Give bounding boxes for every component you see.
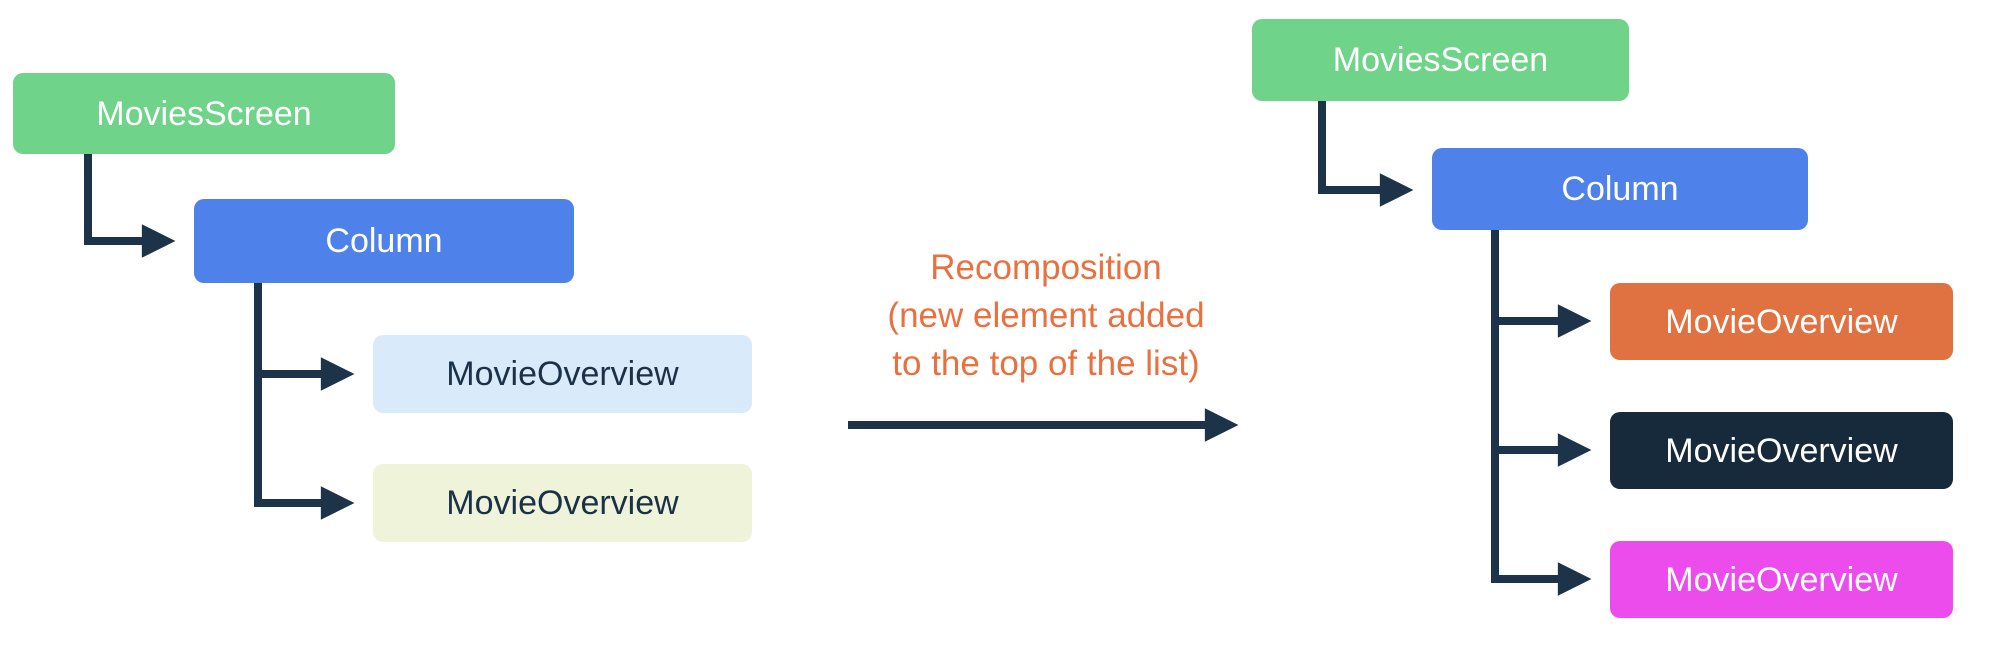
- recomposition-label-line1: Recomposition: [930, 248, 1162, 287]
- connector-left-column-to-child2: [254, 283, 355, 520]
- left-column-node: Column: [194, 199, 574, 283]
- right-movie-overview-node-2: MovieOverview: [1610, 412, 1953, 489]
- node-label: MovieOverview: [1665, 302, 1898, 341]
- recomposition-label-line3: to the top of the list): [892, 344, 1200, 383]
- left-movies-screen-node: MoviesScreen: [13, 73, 395, 154]
- connector-left-column-to-child1: [254, 283, 355, 391]
- node-label: Column: [1561, 170, 1679, 208]
- node-label: Column: [325, 222, 443, 260]
- node-label: MoviesScreen: [1332, 41, 1549, 79]
- right-movie-overview-node-1: MovieOverview: [1610, 283, 1953, 360]
- node-label: MovieOverview: [1665, 431, 1898, 470]
- node-label: MovieOverview: [446, 484, 679, 522]
- connector-right-column-to-child2: [1491, 230, 1592, 467]
- left-movie-overview-node-2: MovieOverview: [373, 464, 752, 542]
- connector-right-column-to-child3: [1491, 230, 1592, 596]
- right-movies-screen-node: MoviesScreen: [1252, 19, 1629, 101]
- right-column-node: Column: [1432, 148, 1808, 230]
- connector-right-root-to-column: [1318, 101, 1414, 207]
- node-label: MoviesScreen: [96, 94, 312, 133]
- connector-left-root-to-column: [84, 154, 176, 258]
- recomposition-label-line2: (new element added: [887, 296, 1205, 335]
- node-label: MovieOverview: [446, 355, 679, 393]
- recomposition-label: Recomposition (new element added to the …: [771, 244, 1321, 388]
- connector-right-column-to-child1: [1491, 230, 1592, 338]
- right-movie-overview-node-3: MovieOverview: [1610, 541, 1953, 618]
- node-label: MovieOverview: [1665, 560, 1898, 599]
- left-movie-overview-node-1: MovieOverview: [373, 335, 752, 413]
